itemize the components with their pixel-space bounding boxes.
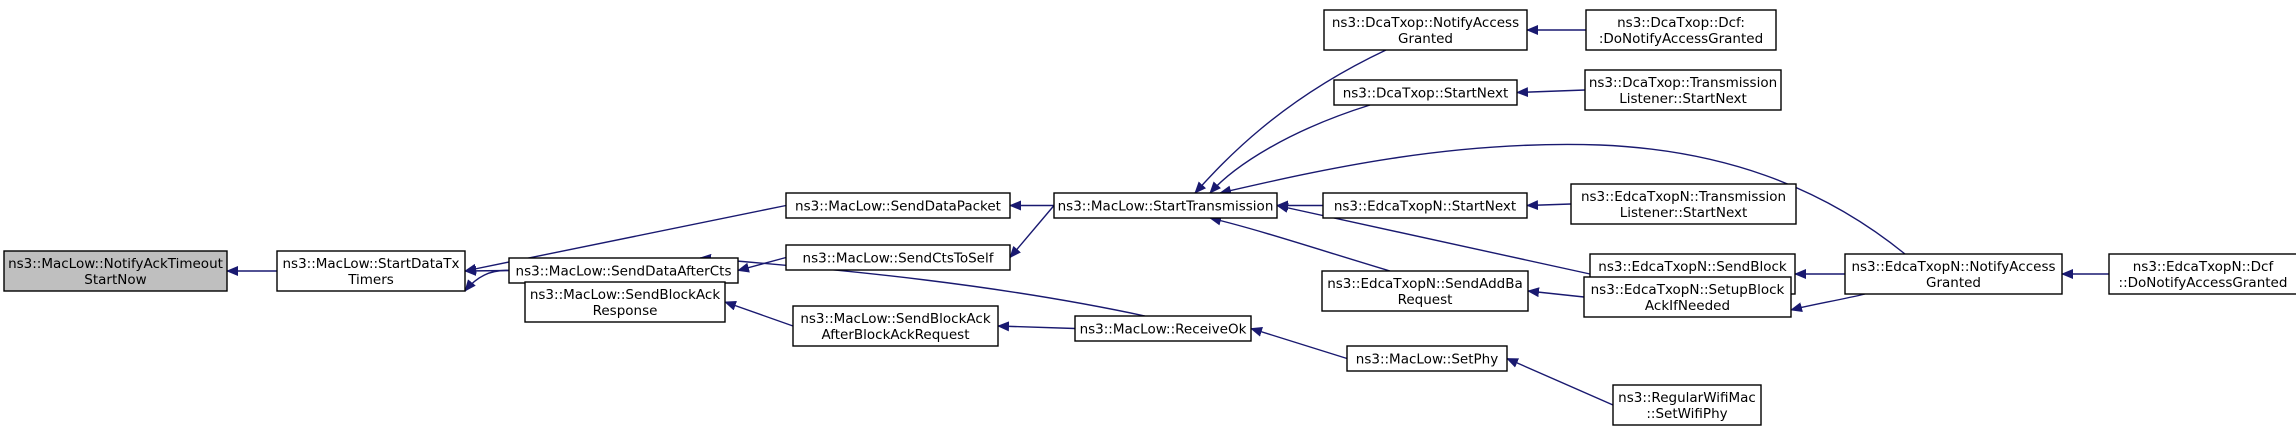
node-edca-tl-start-next[interactable]: ns3::EdcaTxopN::TransmissionListener::St… (1570, 183, 1797, 225)
node-label-line: :DoNotifyAccessGranted (1599, 31, 1763, 47)
node-label-line: ns3::MacLow::SetPhy (1356, 352, 1498, 368)
node-start-transmission[interactable]: ns3::MacLow::StartTransmission (1053, 192, 1278, 219)
edge-edca-setup-block-ack-to-edca-send-add-ba (1527, 287, 1585, 298)
edge-start-transmission-to-send-cts-to-self (1009, 205, 1055, 259)
node-send-data-after-cts[interactable]: ns3::MacLow::SendDataAfterCts (508, 257, 739, 284)
edge-dca-notify-access-to-start-transmission (1194, 49, 1387, 194)
edge-edca-send-add-ba-to-start-transmission (1209, 215, 1391, 272)
node-box (785, 244, 1011, 271)
node-label-line: ::SetWifiPhy (1646, 406, 1727, 422)
node-box (1321, 270, 1529, 312)
edge-mac-set-phy-to-receive-ok (1250, 327, 1348, 360)
node-box (1074, 315, 1252, 342)
edge-dca-start-next-to-start-transmission (1209, 104, 1371, 194)
node-label-line: Listener::StartNext (1620, 205, 1748, 221)
node-label-line: ns3::EdcaTxopN::NotifyAccess (1851, 259, 2055, 275)
node-regular-wifi-set-phy[interactable]: ns3::RegularWifiMac::SetWifiPhy (1612, 384, 1762, 426)
node-label-line: ns3::MacLow::SendBlockAck (530, 287, 720, 303)
node-dca-dcf-do-notify[interactable]: ns3::DcaTxop::Dcf::DoNotifyAccessGranted (1585, 9, 1777, 51)
node-label-line: ns3::DcaTxop::StartNext (1343, 86, 1509, 102)
node-label-line: ns3::DcaTxop::NotifyAccess (1332, 15, 1519, 31)
node-label-line: ns3::DcaTxop::Dcf: (1617, 15, 1745, 31)
node-label-line: Granted (1926, 275, 1981, 291)
node-label-line: ns3::MacLow::SendDataAfterCts (516, 264, 732, 280)
node-label-line: ns3::EdcaTxopN::StartNext (1334, 199, 1516, 215)
node-label-line: AckIfNeeded (1645, 298, 1730, 314)
edge-edca-tl-start-next-to-edca-start-next (1526, 200, 1572, 211)
edge-send-block-ack-after-to-send-block-ack-response (724, 300, 794, 327)
node-label-line: ns3::EdcaTxopN::SendAddBa (1327, 276, 1523, 292)
node-box (1583, 276, 1792, 318)
node-label-line: ns3::DcaTxop::Transmission (1589, 75, 1777, 91)
node-box (1844, 253, 2063, 295)
node-label-line: ns3::MacLow::StartTransmission (1058, 199, 1274, 215)
node-edca-notify-access[interactable]: ns3::EdcaTxopN::NotifyAccessGranted (1844, 253, 2063, 295)
node-label-line: AfterBlockAckRequest (821, 327, 969, 343)
node-label-line: ns3::MacLow::SendDataPacket (795, 199, 1001, 215)
edge-receive-ok-to-send-data-after-cts (699, 253, 1146, 317)
edge-dca-tl-start-next-to-dca-start-next (1516, 87, 1586, 98)
node-box (276, 250, 466, 292)
node-label-line: StartNow (84, 272, 146, 288)
node-box (1333, 79, 1518, 106)
node-box (3, 250, 228, 292)
node-box (1323, 9, 1528, 51)
node-send-block-ack-after[interactable]: ns3::MacLow::SendBlockAckAfterBlockAckRe… (792, 305, 999, 347)
node-label-line: Listener::StartNext (1619, 91, 1747, 107)
node-label-line: Granted (1398, 31, 1453, 47)
node-label-line: ns3::MacLow::ReceiveOk (1080, 322, 1247, 338)
node-edca-start-next[interactable]: ns3::EdcaTxopN::StartNext (1322, 192, 1528, 219)
node-label-line: ns3::MacLow::StartDataTx (282, 256, 459, 272)
edge-edca-notify-access-to-start-transmission (1219, 143, 1906, 255)
node-label-line: Response (593, 303, 658, 319)
node-send-cts-to-self[interactable]: ns3::MacLow::SendCtsToSelf (785, 244, 1011, 271)
node-label-line: ::DoNotifyAccessGranted (2119, 275, 2288, 291)
node-label-line: Timers (347, 272, 394, 288)
node-label-line: ns3::MacLow::SendCtsToSelf (803, 251, 995, 267)
node-label-line: ns3::EdcaTxopN::SendBlock (1598, 259, 1787, 275)
node-dca-notify-access[interactable]: ns3::DcaTxop::NotifyAccessGranted (1323, 9, 1528, 51)
node-edca-dcf-do-notify[interactable]: ns3::EdcaTxopN::Dcf::DoNotifyAccessGrant… (2108, 253, 2296, 295)
node-box (2108, 253, 2296, 295)
node-dca-start-next[interactable]: ns3::DcaTxop::StartNext (1333, 79, 1518, 106)
node-label-line: ns3::EdcaTxopN::Dcf (2133, 259, 2275, 275)
node-box (1584, 69, 1782, 111)
edge-edca-notify-access-to-edca-setup-block-ack (1790, 293, 1866, 313)
node-box (1053, 192, 1278, 219)
node-box (1322, 192, 1528, 219)
node-box (1346, 345, 1508, 372)
node-box (792, 305, 999, 347)
edge-send-cts-to-self-to-send-data-after-cts (737, 256, 787, 273)
node-mac-set-phy[interactable]: ns3::MacLow::SetPhy (1346, 345, 1508, 372)
edge-receive-ok-to-send-block-ack-after (997, 321, 1076, 332)
node-label-line: ns3::EdcaTxopN::SetupBlock (1591, 282, 1785, 298)
node-box (524, 281, 726, 323)
edge-regular-wifi-set-phy-to-mac-set-phy (1506, 357, 1614, 406)
node-label-line: ns3::RegularWifiMac (1618, 390, 1756, 406)
node-send-data-packet[interactable]: ns3::MacLow::SendDataPacket (785, 192, 1011, 219)
node-box (1585, 9, 1777, 51)
node-label-line: ns3::MacLow::NotifyAckTimeout (8, 256, 223, 272)
node-dca-tl-start-next[interactable]: ns3::DcaTxop::TransmissionListener::Star… (1584, 69, 1782, 111)
node-box (1570, 183, 1797, 225)
node-label-line: Request (1398, 292, 1453, 308)
node-label-line: ns3::MacLow::SendBlockAck (800, 311, 990, 327)
node-box (1612, 384, 1762, 426)
node-receive-ok[interactable]: ns3::MacLow::ReceiveOk (1074, 315, 1252, 342)
node-box (785, 192, 1011, 219)
node-label-line: ns3::EdcaTxopN::Transmission (1581, 189, 1786, 205)
